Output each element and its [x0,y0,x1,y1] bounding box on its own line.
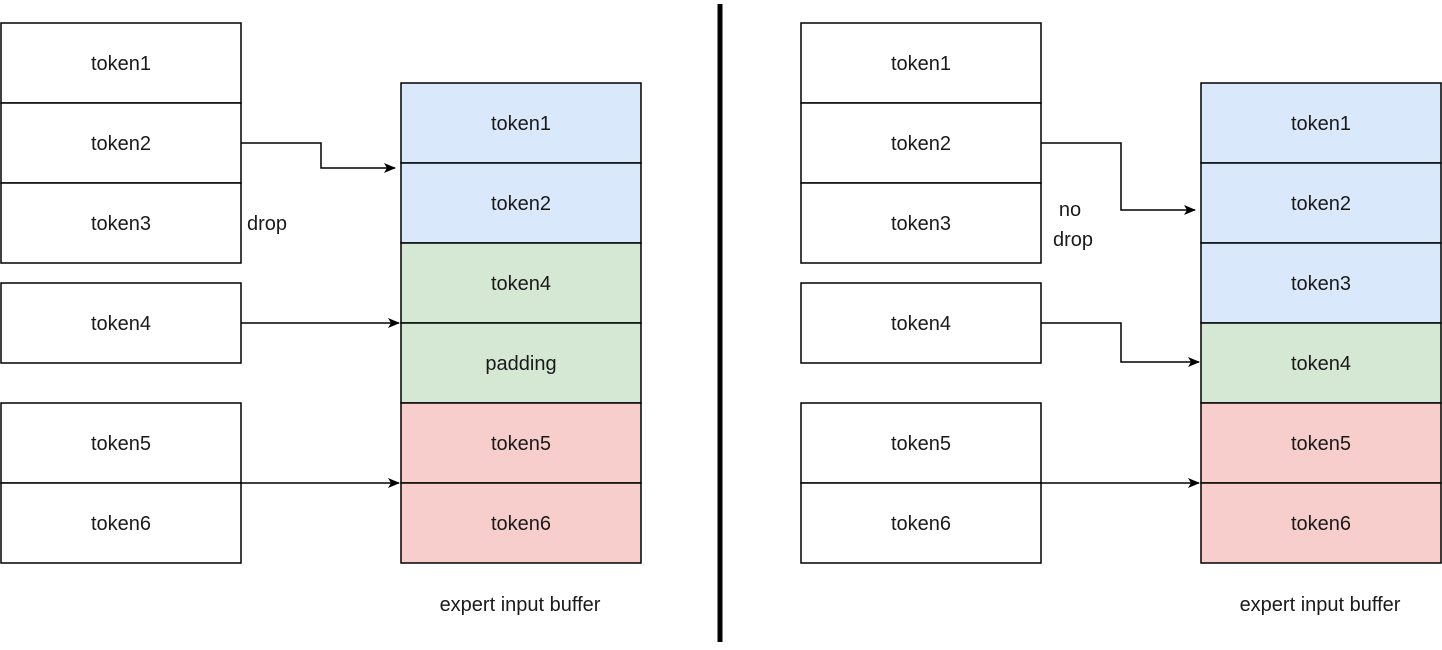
buffer-cell-fill [1200,322,1442,404]
buffer-cell-label: token5 [1291,433,1351,455]
buffer-cell-fill [1200,162,1442,244]
input-token-label: token4 [891,313,951,335]
buffer-cell-label: token1 [491,113,551,135]
buffer-cell-label: token2 [1291,193,1351,215]
buffer-cell-fill [400,322,642,404]
buffer-cell-label: token4 [491,273,551,295]
input-token-cell: token2 [800,102,1042,184]
input-token-label: token2 [891,133,951,155]
buffer-cell: padding [400,322,642,404]
input-token-cell: token6 [0,482,242,564]
right-panel: token1 token2 token3 token4 token5 token… [800,22,1442,616]
buffer-cell-fill [400,482,642,564]
input-token-cell: token5 [0,402,242,484]
buffer-cell-label: token2 [491,193,551,215]
buffer-cell: token1 [400,82,642,164]
input-token-label: token3 [891,213,951,235]
input-token-cell: token6 [800,482,1042,564]
no-drop-annotation-line2: drop [1053,229,1093,251]
buffer-cell-label: token1 [1291,113,1351,135]
input-token-label: token6 [891,513,951,535]
input-token-label: token1 [91,53,151,75]
input-token-cell: token3 [800,182,1042,264]
input-token-cell: token1 [0,22,242,104]
input-token-label: token4 [91,313,151,335]
buffer-cell-fill [1200,482,1442,564]
buffer-cell-label: padding [485,353,556,375]
no-drop-annotation-line1: no [1059,199,1081,221]
input-token-label: token1 [891,53,951,75]
buffer-caption: expert input buffer [1240,594,1401,616]
buffer-cell-fill [400,402,642,484]
buffer-cell-fill [1200,242,1442,324]
input-token-label: token6 [91,513,151,535]
buffer-cell: token5 [1200,402,1442,484]
buffer-cell: token5 [400,402,642,484]
buffer-cell-fill [1200,82,1442,164]
routing-arrow [1041,142,1196,215]
buffer-cell: token4 [1200,322,1442,404]
buffer-cell-label: token4 [1291,353,1351,375]
input-token-label: token5 [91,433,151,455]
buffer-cell: token6 [1200,482,1442,564]
buffer-cell: token6 [400,482,642,564]
buffer-cell: token4 [400,242,642,324]
input-token-label: token3 [91,213,151,235]
buffer-cell: token2 [400,162,642,244]
buffer-cell: token2 [1200,162,1442,244]
buffer-cell-fill [1200,402,1442,484]
buffer-cell-fill [400,162,642,244]
buffer-cell-label: token3 [1291,273,1351,295]
input-token-cell: token4 [800,282,1042,364]
routing-arrow [241,142,396,173]
buffer-cell-label: token6 [491,513,551,535]
drop-annotation: drop [247,213,287,235]
buffer-cell: token3 [1200,242,1442,324]
input-token-label: token5 [891,433,951,455]
buffer-caption: expert input buffer [440,594,601,616]
input-token-cell: token4 [0,282,242,364]
input-token-label: token2 [91,133,151,155]
left-panel: token1 token2 token3 token4 token5 token… [0,22,642,616]
buffer-cell-label: token6 [1291,513,1351,535]
buffer-cell: token1 [1200,82,1442,164]
input-token-cell: token2 [0,102,242,184]
input-token-cell: token5 [800,402,1042,484]
routing-arrow [1041,322,1200,367]
buffer-cell-label: token5 [491,433,551,455]
input-token-cell: token3 [0,182,242,264]
input-token-cell: token1 [800,22,1042,104]
